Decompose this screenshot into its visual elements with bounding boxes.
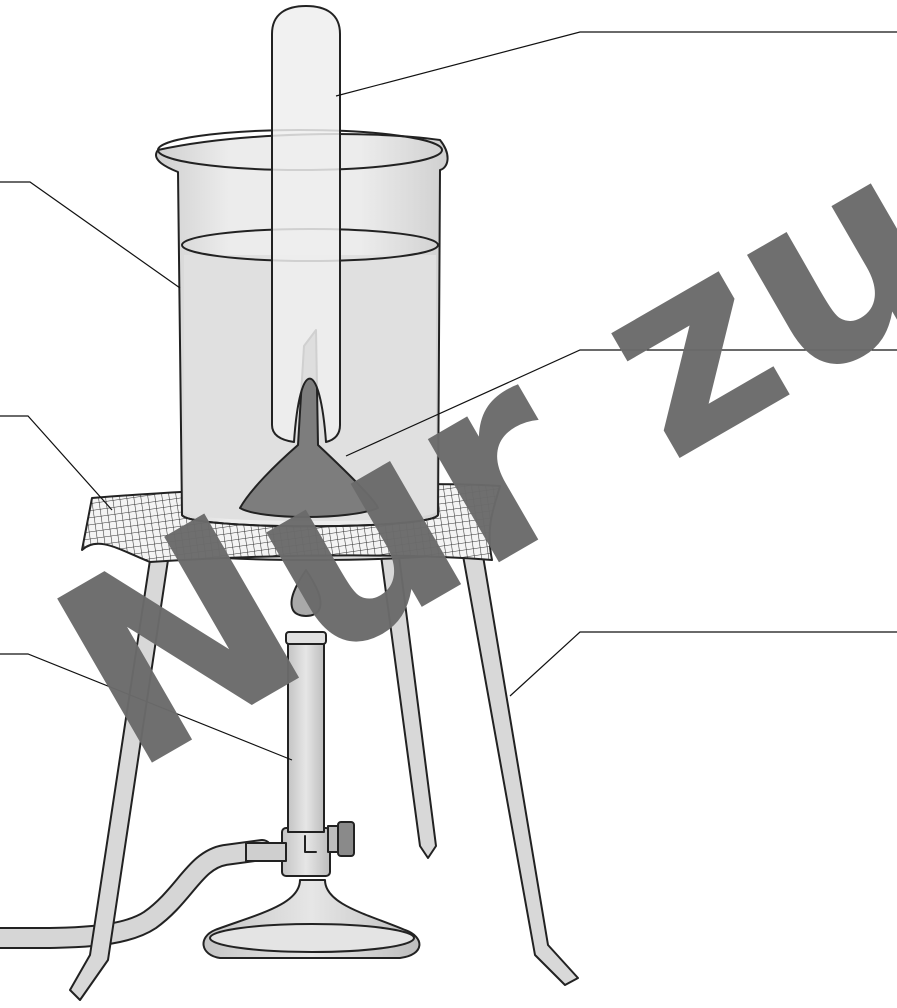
leader-line-beaker: [0, 182, 180, 288]
leader-line-gauze: [0, 416, 112, 510]
leader-line-tripod: [510, 632, 897, 696]
air-valve-knob: [338, 822, 354, 856]
hose-connector: [246, 843, 286, 861]
watermark: Nur zur Ansicht: [11, 0, 897, 828]
gas-hose: [0, 850, 262, 938]
watermark-text: Nur zur Ansicht: [11, 0, 897, 828]
test-tube: [272, 6, 340, 442]
leader-line-test-tube: [336, 32, 897, 96]
